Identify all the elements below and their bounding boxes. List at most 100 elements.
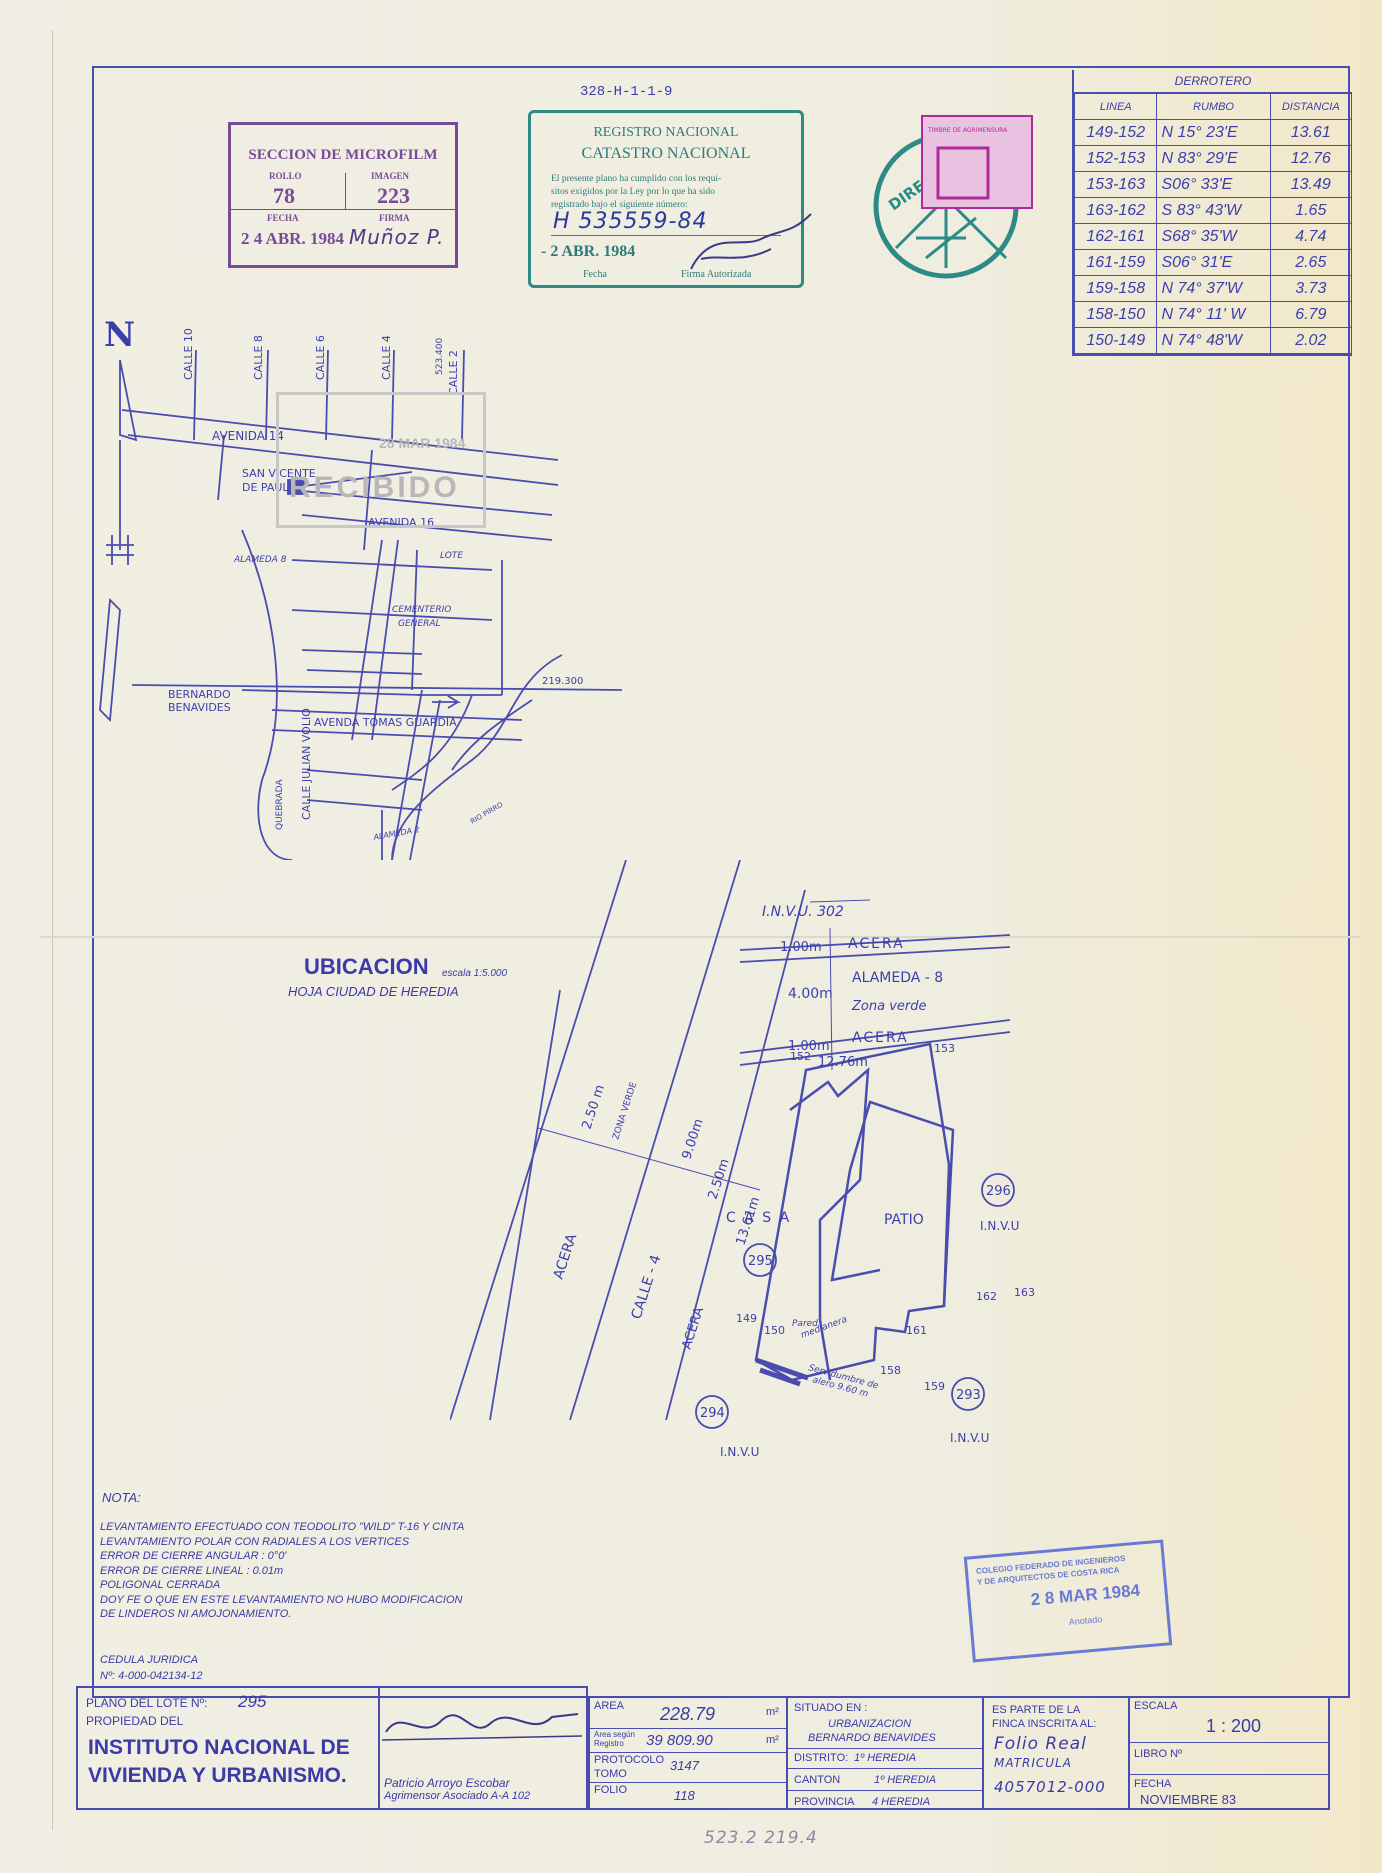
catastro-signature-mark bbox=[690, 213, 812, 270]
point-158: 158 bbox=[880, 1364, 901, 1377]
derrotero-cell: 162-161 bbox=[1073, 223, 1158, 250]
rollo-label: ROLLO bbox=[269, 171, 302, 181]
derrotero-cell: 149-152 bbox=[1073, 119, 1158, 146]
firma-label: FIRMA bbox=[379, 213, 410, 223]
nota-line: ERROR DE CIERRE LINEAL : 0.01m bbox=[100, 1564, 284, 1577]
finca-value-2: MATRICULA bbox=[994, 1756, 1072, 1770]
alameda-line bbox=[739, 934, 1011, 951]
fecha-plan-label: FECHA bbox=[1134, 1778, 1172, 1790]
canton-value: 1º HEREDIA bbox=[874, 1774, 937, 1786]
fold-line bbox=[40, 936, 1360, 938]
nota-line: DOY FE O QUE EN ESTE LEVANTAMIENTO NO HU… bbox=[100, 1593, 463, 1606]
fecha-plan-value: NOVIEMBRE 83 bbox=[1140, 1792, 1237, 1807]
derrotero-cell: 153-163 bbox=[1073, 171, 1158, 198]
invu302-label: I.N.V.U. 302 bbox=[762, 904, 844, 920]
point-162: 162 bbox=[976, 1290, 997, 1303]
lot295-circle bbox=[743, 1243, 777, 1277]
area-reg-label-1: Area según bbox=[594, 1730, 635, 1739]
protocolo-value: 3147 bbox=[670, 1758, 699, 1773]
acera-top-dist: 1.00m bbox=[780, 940, 822, 955]
derrotero-cell: 158-150 bbox=[1073, 301, 1158, 328]
derrotero-cell: 6.79 bbox=[1269, 301, 1353, 328]
zona-verde-label: Zona verde bbox=[851, 999, 926, 1014]
cementerio-label-1: CEMENTERIO bbox=[392, 605, 451, 615]
calle2-label: CALLE 2 bbox=[447, 350, 460, 395]
colegio-word: Anotado bbox=[1068, 1614, 1103, 1627]
catastro-line1: REGISTRO NACIONAL bbox=[593, 125, 739, 140]
lot293-circle bbox=[951, 1377, 985, 1411]
coord-h-label: 219.300 bbox=[542, 676, 583, 687]
calle4-line bbox=[450, 860, 627, 1421]
acera-mid-label: ACERA bbox=[852, 1030, 909, 1046]
imagen-value: 223 bbox=[377, 183, 410, 208]
location-block: SITUADO EN : URBANIZACION BERNARDO BENAV… bbox=[788, 1696, 984, 1810]
derrotero-cell: 150-149 bbox=[1073, 327, 1158, 354]
area-reg-value: 39 809.90 bbox=[646, 1732, 713, 1749]
libro-label: LIBRO Nº bbox=[1134, 1748, 1183, 1760]
calle4-plan-label: CALLE - 4 bbox=[629, 1253, 665, 1321]
fecha-label: FECHA bbox=[267, 213, 299, 223]
revenue-stamp bbox=[921, 115, 1033, 209]
recibido-date: 28 MAR 1984 bbox=[379, 435, 466, 451]
tomas-arrow bbox=[432, 695, 462, 709]
catastro-line2: CATASTRO NACIONAL bbox=[581, 145, 751, 162]
derrotero-cell: 3.73 bbox=[1269, 275, 1353, 302]
ubicacion-scale: escala 1:5.000 bbox=[442, 968, 508, 979]
revenue-stamp-text: TIMBRE DE AGRIMENSURA bbox=[927, 127, 1008, 134]
stamp-rule bbox=[231, 209, 455, 210]
lote-arrow bbox=[303, 471, 413, 487]
derrotero-cell: 1.65 bbox=[1269, 197, 1353, 224]
bernardo-label-1: BERNARDO bbox=[168, 688, 231, 701]
margin-line bbox=[52, 30, 53, 1830]
derrotero-header: LINEA bbox=[1073, 93, 1158, 120]
quebrada-label: QUEBRADA bbox=[275, 779, 285, 830]
derrotero-cell: N 74° 11' W bbox=[1156, 301, 1271, 328]
dim-900 bbox=[537, 1127, 761, 1191]
escala-value: 1 : 200 bbox=[1206, 1716, 1262, 1736]
derrotero-cell: N 74° 48'W bbox=[1156, 327, 1271, 354]
catastro-firma-label: Firma Autorizada bbox=[681, 269, 752, 280]
street-line bbox=[193, 349, 197, 441]
provincia-label: PROVINCIA bbox=[794, 1796, 855, 1808]
folio-label: FOLIO bbox=[594, 1784, 628, 1796]
area-block: AREA 228.79 m² Area según Registro 39 80… bbox=[588, 1696, 788, 1810]
calle6-label: CALLE 6 bbox=[314, 335, 327, 380]
round-stamp: DIRECCION TIMBRE DE AGRIMENSURA bbox=[873, 115, 1033, 279]
derrotero-cell: S68° 35'W bbox=[1156, 223, 1271, 250]
derrotero-cell: 12.76 bbox=[1269, 145, 1353, 172]
recibido-word: RECIBIDO bbox=[289, 471, 460, 504]
lot-boundary bbox=[754, 1042, 951, 1382]
scale-block: ESCALA 1 : 200 LIBRO Nº FECHA NOVIEMBRE … bbox=[1130, 1696, 1330, 1810]
area-label: AREA bbox=[594, 1700, 624, 1712]
owner-line2: VIVIENDA Y URBANISMO. bbox=[88, 1764, 347, 1787]
header-code: 328-H-1-1-9 bbox=[580, 84, 673, 100]
avenida14-label: AVENIDA 14 bbox=[212, 429, 284, 443]
ubicacion-sheet: HOJA CIUDAD DE HEREDIA bbox=[288, 984, 459, 999]
lot293-label: 293 bbox=[956, 1388, 981, 1403]
derrotero-header: RUMBO bbox=[1156, 93, 1271, 120]
surveyor-signature bbox=[382, 1713, 582, 1741]
pared-label-1: Pared bbox=[792, 1319, 818, 1329]
lote-fill bbox=[288, 480, 304, 494]
point-153: 153 bbox=[934, 1042, 955, 1055]
area-value: 228.79 bbox=[660, 1704, 716, 1724]
lot294-circle bbox=[695, 1395, 729, 1429]
zona-verde-vertical: ZONA VERDE bbox=[611, 1081, 639, 1141]
acera-mid-dist: 1.00m bbox=[788, 1039, 830, 1054]
derrotero-cell: 2.65 bbox=[1269, 249, 1353, 276]
finca-value-3: 4057012-000 bbox=[994, 1778, 1106, 1796]
colegio-stamp: COLEGIO FEDERADO DE INGENIEROS Y DE ARQU… bbox=[963, 1539, 1173, 1663]
owner-line1: INSTITUTO NACIONAL DE bbox=[88, 1736, 350, 1759]
invu-label-296: I.N.V.U bbox=[980, 1219, 1019, 1233]
microfilm-title: SECCION DE MICROFILM bbox=[248, 147, 438, 163]
point-152: 152 bbox=[790, 1050, 811, 1063]
situado-label: SITUADO EN : bbox=[794, 1702, 868, 1714]
rio-label: RIO PIRRO bbox=[469, 800, 505, 825]
imagen-label: IMAGEN bbox=[371, 171, 409, 181]
situado-line1: URBANIZACION bbox=[828, 1718, 912, 1730]
situado-line2: BERNARDO BENAVIDES bbox=[808, 1732, 936, 1744]
